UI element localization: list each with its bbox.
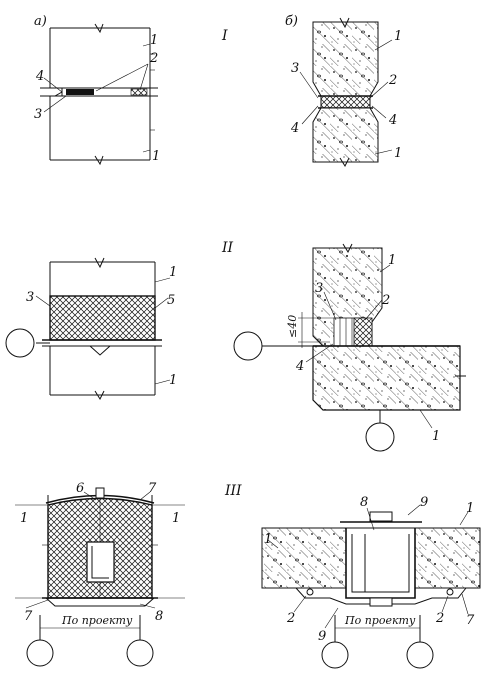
callout-1: 1 xyxy=(388,253,396,268)
panel-label-a: а) xyxy=(34,14,47,29)
callout-2: 2 xyxy=(381,293,390,308)
callout-1: 1 xyxy=(264,532,272,547)
reference-circle xyxy=(5,328,35,358)
callout-2: 2 xyxy=(149,51,158,66)
panel-label-b: б) xyxy=(285,14,298,29)
callout-1: 1 xyxy=(20,511,28,526)
detail-II-right xyxy=(262,243,466,429)
detail-I-b xyxy=(299,17,393,168)
callout-3: 3 xyxy=(34,107,42,122)
callout-2: 2 xyxy=(435,611,444,626)
row-label-III: III xyxy=(224,483,242,499)
row-label-I: I xyxy=(221,28,228,44)
reference-circle xyxy=(406,641,434,669)
callout-1: 1 xyxy=(432,429,440,444)
callout-1: 1 xyxy=(150,33,158,48)
callout-6: 6 xyxy=(76,481,84,496)
callout-1: 1 xyxy=(169,373,177,388)
project-note: По проекту xyxy=(344,614,416,627)
dimension-label: ≤40 xyxy=(286,315,299,338)
callout-1: 1 xyxy=(466,501,474,516)
callout-3: 3 xyxy=(26,290,34,305)
callout-9: 9 xyxy=(420,495,428,510)
callout-7: 7 xyxy=(466,613,475,628)
reference-circle xyxy=(233,331,263,361)
row-label-II: II xyxy=(221,240,234,256)
callout-2: 2 xyxy=(286,611,295,626)
callout-4: 4 xyxy=(388,113,397,128)
callout-1: 1 xyxy=(394,29,402,44)
callout-8: 8 xyxy=(155,609,163,624)
callout-8: 8 xyxy=(360,495,368,510)
reference-circle xyxy=(26,639,54,667)
callout-1: 1 xyxy=(169,265,177,280)
detail-II-left xyxy=(35,257,171,401)
callout-1: 1 xyxy=(152,149,160,164)
callout-2: 2 xyxy=(388,73,397,88)
callout-1: 1 xyxy=(172,511,180,526)
project-note: По проекту xyxy=(61,614,133,627)
callout-9: 9 xyxy=(318,629,326,644)
callout-4: 4 xyxy=(290,121,299,136)
detail-III-left xyxy=(15,487,185,640)
detail-III-right xyxy=(261,504,481,642)
reference-circle xyxy=(126,639,154,667)
callout-1: 1 xyxy=(394,146,402,161)
callout-4: 4 xyxy=(35,69,44,84)
detail-I-a xyxy=(40,23,158,166)
callout-7: 7 xyxy=(24,609,33,624)
callout-3: 3 xyxy=(315,281,323,296)
reference-circle xyxy=(365,422,395,452)
reference-circle xyxy=(321,641,349,669)
callout-3: 3 xyxy=(291,61,299,76)
callout-4: 4 xyxy=(295,359,304,374)
callout-7: 7 xyxy=(148,481,157,496)
callout-5: 5 xyxy=(167,293,175,308)
